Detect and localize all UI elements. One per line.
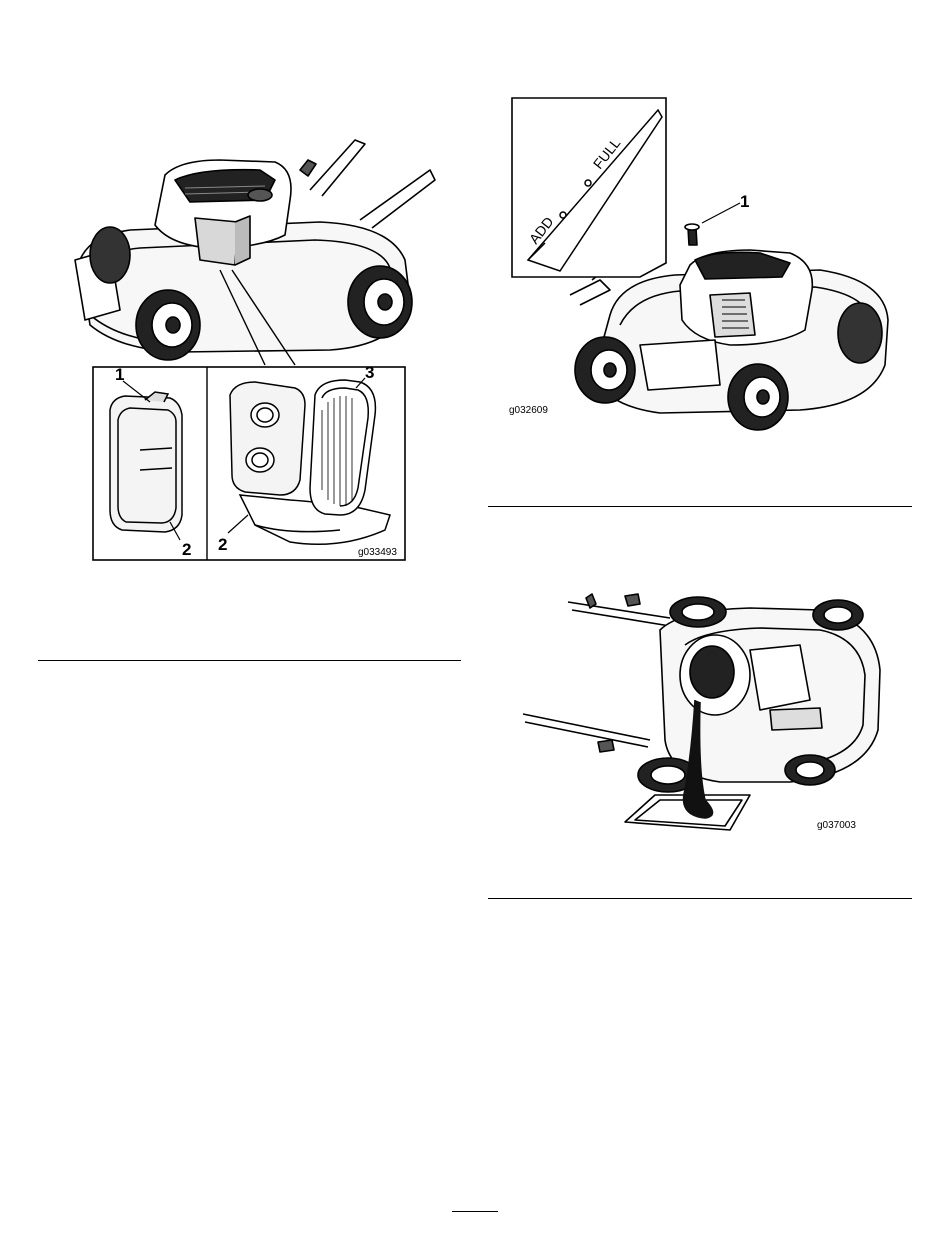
callout-2-cover: 2: [182, 540, 191, 559]
figure-code: g037003: [817, 820, 856, 831]
air-filter-figure: 1 2 2 3 g033493: [60, 130, 450, 570]
callout-3: 3: [365, 363, 374, 382]
wheel-bottom-right: [785, 755, 835, 785]
oil-drain-figure: g037003: [520, 590, 890, 840]
section-divider-right-2: [488, 898, 912, 899]
rear-wheel: [348, 266, 412, 338]
wheel-top-right: [813, 600, 863, 630]
front-left-wheel: [575, 337, 635, 403]
dipstick-inset: ADD FULL: [512, 98, 666, 277]
mower-illustration: [75, 140, 435, 365]
air-filter-inset: 1 2 2 3 g033493: [93, 363, 405, 560]
page-footer-rule: [452, 1211, 498, 1212]
figure-code: g033493: [358, 547, 397, 558]
section-divider-right-1: [488, 506, 912, 507]
callout-1: 1: [115, 365, 124, 384]
air-filter-cover: [110, 392, 182, 532]
section-divider-left: [38, 660, 461, 661]
left-wheel: [90, 227, 130, 283]
oil-dipstick-figure: ADD FULL 1 g032609: [500, 95, 920, 445]
rear-wheel: [838, 303, 882, 363]
tipped-mower-illustration: [523, 594, 880, 830]
wheel-top-left: [670, 597, 726, 627]
front-right-wheel: [728, 364, 788, 430]
front-wheel: [136, 290, 200, 360]
callout-2-base: 2: [218, 535, 227, 554]
callout-1: 1: [740, 192, 749, 211]
figure-code: g032609: [509, 405, 548, 416]
